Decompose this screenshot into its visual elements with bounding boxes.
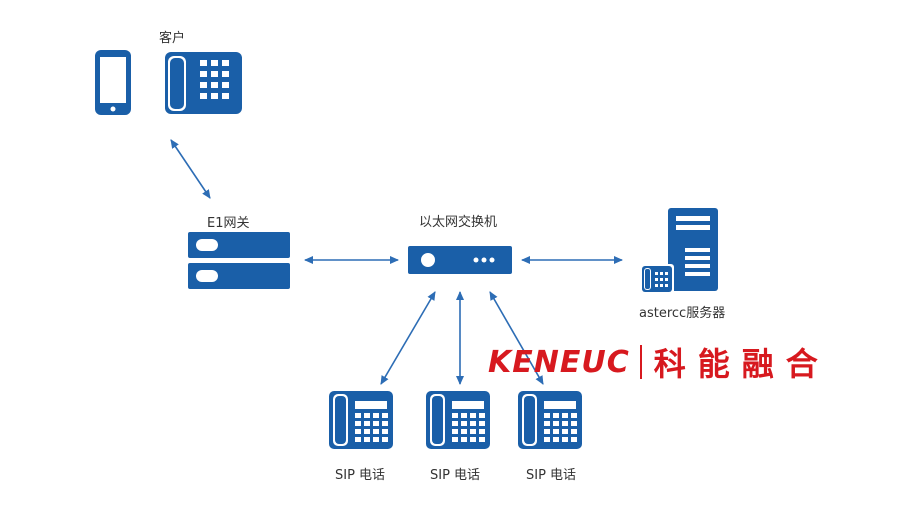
arrow-switch-sip-3 bbox=[489, 291, 544, 385]
logo-latin-text: KENEUC bbox=[488, 344, 630, 380]
arrow-customer-gateway bbox=[170, 139, 211, 199]
label-ethernet-switch: 以太网交换机 bbox=[419, 215, 498, 230]
label-sip-phone-1: SIP 电话 bbox=[335, 468, 386, 483]
ethernet-switch-icon bbox=[408, 246, 512, 274]
arrow-switch-sip-1 bbox=[380, 291, 436, 385]
mobile-phone-icon bbox=[95, 50, 131, 115]
sip-phone-1-icon bbox=[329, 391, 393, 449]
logo-divider bbox=[639, 345, 642, 379]
label-sip-phone-2: SIP 电话 bbox=[430, 468, 481, 483]
server-icon bbox=[668, 208, 718, 291]
label-customer: 客户 bbox=[159, 31, 186, 46]
label-astercc-server: astercc服务器 bbox=[639, 306, 726, 321]
label-sip-phone-3: SIP 电话 bbox=[526, 468, 577, 483]
sip-phone-2-icon bbox=[426, 391, 490, 449]
logo-cjk-text: 科能融合 bbox=[653, 345, 830, 383]
customer-desk-phone-icon bbox=[165, 52, 242, 114]
e1-gateway-icon bbox=[188, 232, 290, 289]
server-phone-icon bbox=[640, 264, 674, 294]
keneuc-logo: KENEUC 科能融合 bbox=[488, 342, 830, 384]
sip-phone-3-icon bbox=[518, 391, 582, 449]
label-e1-gateway: E1网关 bbox=[207, 216, 250, 231]
